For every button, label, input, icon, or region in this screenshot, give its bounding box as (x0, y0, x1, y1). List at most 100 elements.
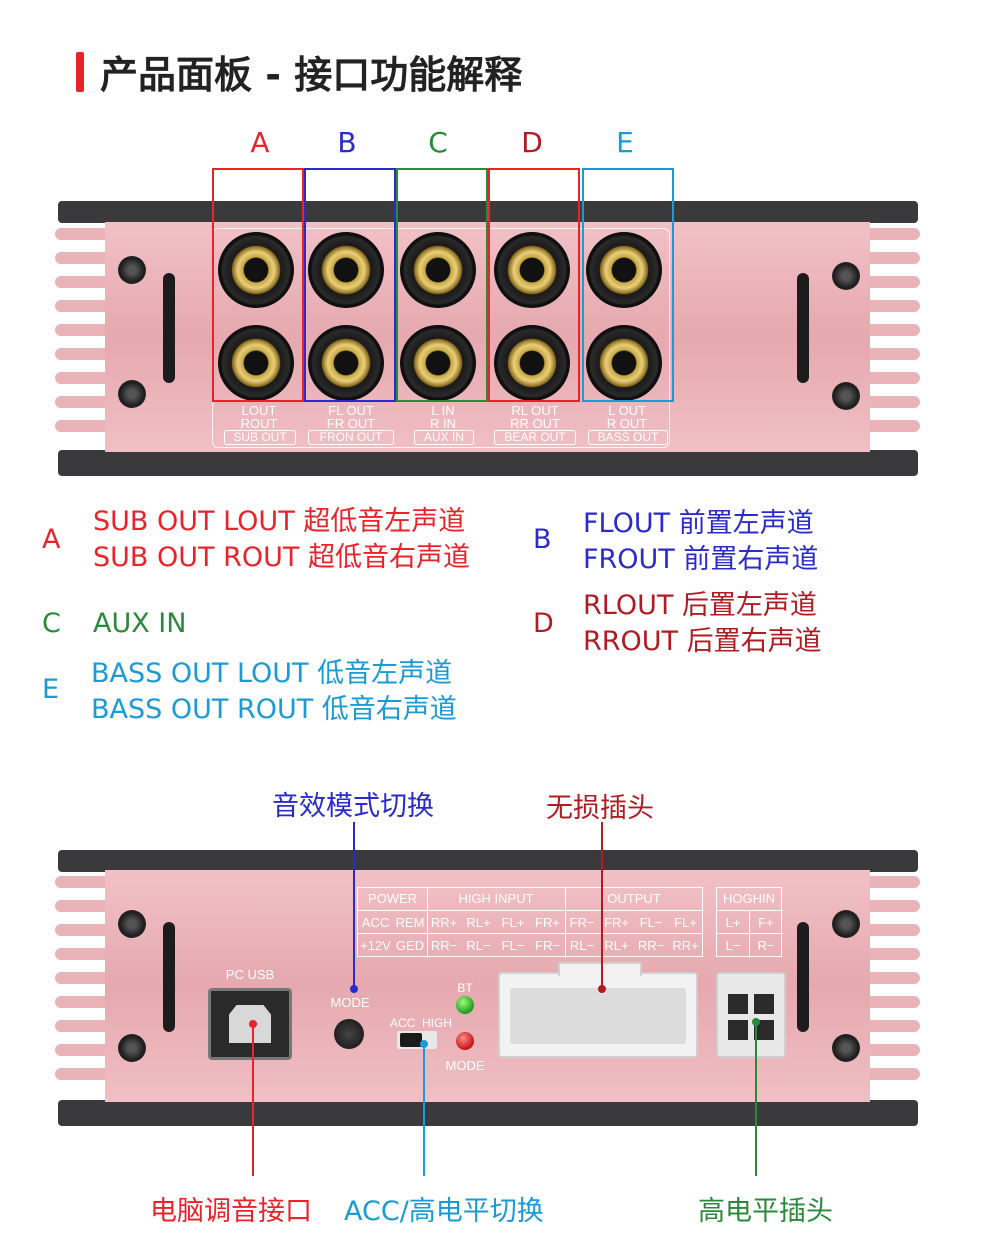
table-cell: RL+ (604, 938, 629, 953)
table-cell: FL− (639, 915, 663, 930)
table-cell: FL− (501, 938, 525, 953)
table-cell: R− (757, 938, 775, 953)
mode-led-label: MODE (445, 1058, 485, 1073)
callout-lossless-plug: 无损插头 (546, 793, 654, 824)
device-bottom-lid (58, 450, 918, 476)
legend-c-line1: AUX IN (93, 608, 187, 639)
callout-dot (752, 1018, 760, 1026)
rca-jack-bass-rout[interactable] (586, 325, 662, 401)
rca-jack-sub-rout[interactable] (218, 325, 294, 401)
port-tag: AUX IN (414, 430, 474, 445)
hoghin-table: HOGHIN L+ F+ L− R− (716, 887, 783, 958)
screw-icon (832, 382, 860, 410)
vent-slot (163, 273, 175, 383)
letter-d: D (521, 126, 543, 159)
callout-dot (350, 985, 358, 993)
acc-high-toggle[interactable] (397, 1031, 437, 1049)
table-cell: RR+ (672, 938, 699, 953)
callout-pc-tuning: 电脑调音接口 (150, 1196, 312, 1227)
table-cell: RL− (466, 938, 491, 953)
table-cell: L+ (725, 915, 741, 930)
legend-letter-c: C (42, 608, 61, 639)
title-accent-bar (76, 52, 84, 92)
mode-button[interactable] (334, 1019, 364, 1049)
table-cell: FR+ (604, 915, 629, 930)
table-cell: RR+ (430, 915, 458, 930)
callout-line-lossless (601, 822, 603, 988)
table-header: HIGH INPUT (458, 891, 534, 906)
rca-jack-rl-out[interactable] (494, 232, 570, 308)
table-cell: FL+ (674, 915, 697, 930)
legend-d-line2: RROUT 后置右声道 (583, 626, 822, 657)
page-title: 产品面板 - 接口功能解释 (100, 53, 523, 97)
screw-icon (832, 262, 860, 290)
table-header: POWER (367, 891, 418, 906)
table-header: OUTPUT (607, 891, 661, 906)
callout-mode-switch: 音效模式切换 (272, 791, 434, 822)
legend-letter-d: D (533, 608, 554, 639)
table-cell: ACC (361, 915, 390, 930)
legend-letter-b: B (533, 524, 552, 555)
legend-a-line1: SUB OUT LOUT 超低音左声道 (93, 506, 466, 537)
right-heatsink-fins (870, 870, 920, 1102)
left-heatsink-fins (55, 870, 105, 1102)
callout-line-acc (423, 1044, 425, 1176)
table-cell: F+ (758, 915, 774, 930)
screw-icon (118, 1034, 146, 1062)
screw-icon (118, 380, 146, 408)
rca-jack-sub-lout[interactable] (218, 232, 294, 308)
pinout-table: POWER HIGH INPUT OUTPUT ACC REM RR+ RL+ … (357, 887, 704, 958)
table-cell: RR− (637, 938, 665, 953)
legend-letter-a: A (42, 524, 61, 555)
table-cell: FL+ (501, 915, 525, 930)
high-level-connector[interactable] (716, 972, 786, 1058)
group-box-d (488, 168, 580, 402)
table-cell: RR− (430, 938, 458, 953)
legend-b-line2: FROUT 前置右声道 (583, 544, 819, 575)
callout-line-mode (353, 822, 355, 990)
lossless-connector[interactable] (498, 962, 698, 1058)
rca-jack-fl-out[interactable] (308, 232, 384, 308)
legend-b-line1: FLOUT 前置左声道 (583, 508, 814, 539)
vent-slot (163, 922, 175, 1032)
bt-led-label: BT (457, 981, 473, 995)
callout-dot (420, 1040, 428, 1048)
screw-icon (118, 910, 146, 938)
pc-usb-label: PC USB (225, 967, 275, 982)
device-bottom-lid (58, 1100, 918, 1126)
left-heatsink-fins (55, 222, 105, 452)
table-cell: +12V (360, 938, 391, 953)
acc-high-labels: ACC HIGH (390, 1016, 453, 1030)
rca-jack-l-in[interactable] (400, 232, 476, 308)
group-box-e (582, 168, 674, 402)
port-tag: FRON OUT (308, 430, 394, 445)
screw-icon (118, 256, 146, 284)
bt-led (456, 996, 474, 1014)
callout-line-high-level (755, 1022, 757, 1176)
legend-a-line2: SUB OUT ROUT 超低音右声道 (93, 542, 470, 573)
table-cell: RL− (569, 938, 595, 953)
port-tag: BEAR OUT (494, 430, 576, 445)
rca-jack-fr-out[interactable] (308, 325, 384, 401)
rca-jack-r-in[interactable] (400, 325, 476, 401)
screw-icon (832, 1034, 860, 1062)
port-tag: SUB OUT (224, 430, 296, 445)
rca-jack-bass-lout[interactable] (586, 232, 662, 308)
group-box-b (304, 168, 396, 402)
right-heatsink-fins (870, 222, 920, 452)
legend-e-line2: BASS OUT ROUT 低音右声道 (91, 694, 457, 725)
mode-button-label: MODE (330, 995, 370, 1010)
mode-led (456, 1032, 474, 1050)
rca-jack-rr-out[interactable] (494, 325, 570, 401)
screw-icon (832, 910, 860, 938)
callout-high-level-plug: 高电平插头 (698, 1196, 833, 1227)
callout-line-pc (252, 1024, 254, 1176)
vent-slot (797, 922, 809, 1032)
letter-b: B (337, 126, 357, 159)
device-top-lid (58, 850, 918, 872)
